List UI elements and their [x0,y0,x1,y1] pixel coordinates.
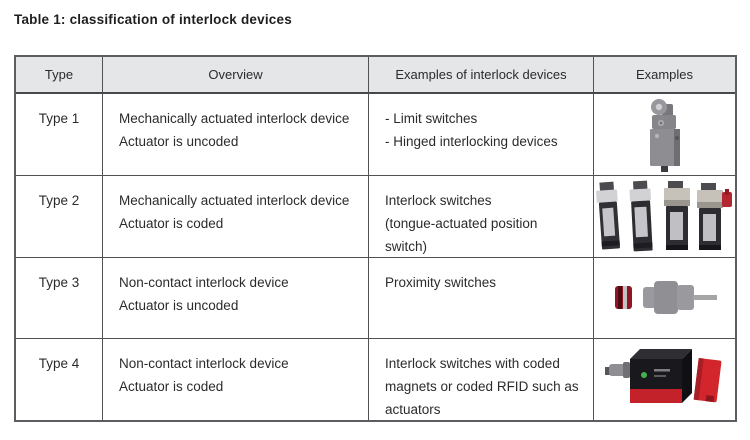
row4-image-cell [594,339,735,420]
row3-overview: Non-contact interlock device Actuator is… [103,258,369,339]
row4-type: Type 4 [16,339,103,420]
row3-examples: Proximity switches [369,258,594,339]
row2-overview: Mechanically actuated interlock device A… [103,176,369,258]
header-examples: Examples [594,57,735,94]
row4-overview: Non-contact interlock device Actuator is… [103,339,369,420]
row2-type: Type 2 [16,176,103,258]
row3-image-cell [594,258,735,339]
row1-examples: - Limit switches - Hinged interlocking d… [369,94,594,176]
row1-type: Type 1 [16,94,103,176]
header-examples-devices: Examples of interlock devices [369,57,594,94]
rfid-interlock-switch-photo-icon [604,348,721,403]
header-type: Type [16,57,103,94]
row1-overview: Mechanically actuated interlock device A… [103,94,369,176]
interlock-classification-table: Type Overview Examples of interlock devi… [14,55,737,422]
row1-image-cell [594,94,735,176]
row2-examples: Interlock switches (tongue-actuated posi… [369,176,594,258]
limit-switch-photo-icon [649,98,680,172]
tongue-interlock-switches-photo-icon [595,180,732,251]
row4-examples: Interlock switches with coded magnets or… [369,339,594,420]
table-title: Table 1: classification of interlock dev… [14,12,292,27]
proximity-switch-photo-icon [614,281,717,314]
row2-image-cell [594,176,735,258]
row3-type: Type 3 [16,258,103,339]
header-overview: Overview [103,57,369,94]
